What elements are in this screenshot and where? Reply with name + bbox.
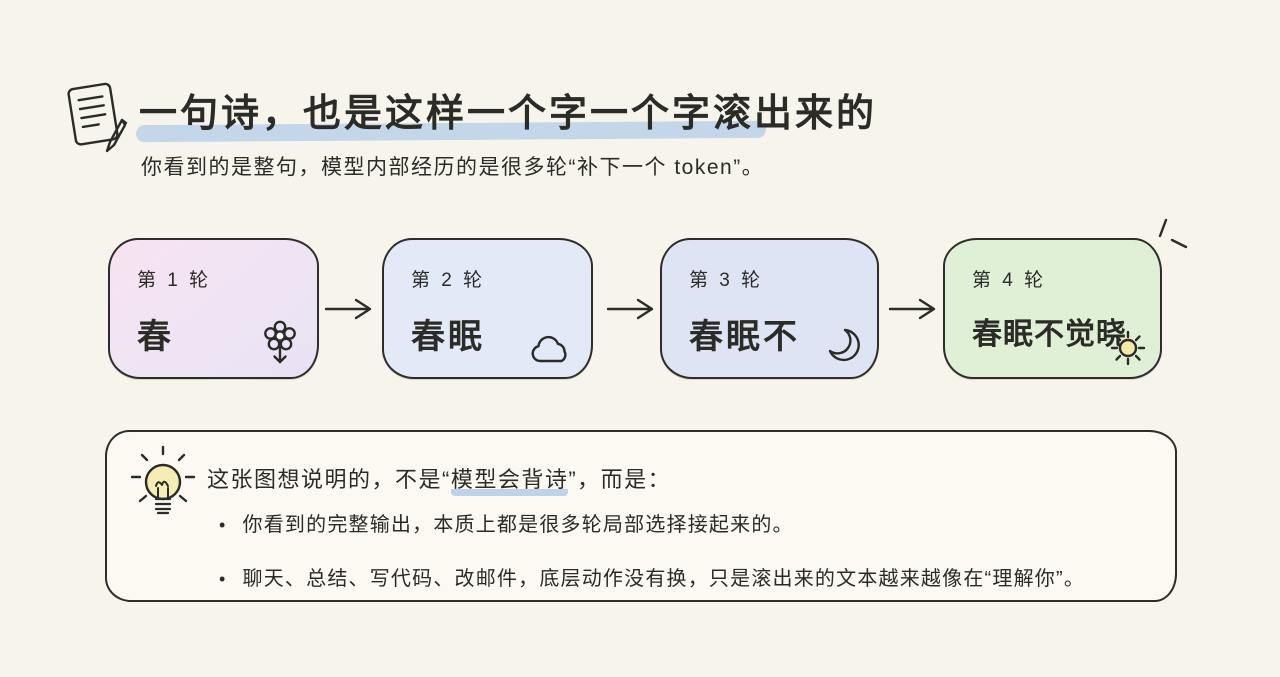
note-bullet-list: • 你看到的完整输出，本质上都是很多轮局部选择接起来的。 • 聊天、总结、写代码、改… [219, 508, 1085, 616]
round-card-1: 第 1 轮 春 [108, 238, 319, 379]
arrow-icon [324, 298, 372, 320]
round-token: 春 [137, 318, 174, 356]
bullet-text: 你看到的完整输出，本质上都是很多轮局部选择接起来的。 [242, 514, 794, 536]
flower-icon [264, 320, 296, 364]
note-pencil-icon [67, 82, 128, 153]
arrow-icon [606, 298, 654, 320]
round-label: 第 3 轮 [689, 270, 764, 291]
round-card-4: 第 4 轮 春眠不觉晓 [943, 238, 1162, 379]
round-label: 第 1 轮 [137, 270, 212, 291]
cloud-icon [531, 335, 567, 363]
sun-icon [1110, 330, 1146, 366]
note-heading-suffix: ”，而是： [568, 467, 672, 492]
subtitle: 你看到的是整句，模型内部经历的是很多轮“补下一个 token”。 [141, 156, 765, 179]
note-heading: 这张图想说明的，不是“模型会背诗”，而是： [207, 462, 672, 496]
sparkle-icon [1158, 218, 1188, 249]
bullet-dot-icon: • [219, 515, 227, 535]
round-label: 第 4 轮 [972, 270, 1047, 291]
summary-note: 这张图想说明的，不是“模型会背诗”，而是： • 你看到的完整输出，本质上都是很多轮… [105, 430, 1177, 602]
lightbulb-icon [130, 445, 196, 515]
round-card-3: 第 3 轮 春眠不 [660, 238, 879, 379]
round-token: 春眠不觉晓 [972, 318, 1127, 351]
round-card-2: 第 2 轮 春眠 [382, 238, 593, 379]
note-heading-prefix: 这张图想说明的，不是“ [207, 467, 451, 492]
note-heading-highlight: 模型会背诗 [450, 467, 569, 496]
list-item: • 聊天、总结、写代码、改邮件，底层动作没有换，只是滚出来的文本越来越像在“理解你… [219, 562, 1085, 591]
arrow-icon [888, 298, 936, 320]
moon-icon [828, 328, 860, 362]
bullet-dot-icon: • [219, 569, 227, 589]
bullet-text: 聊天、总结、写代码、改邮件，底层动作没有换，只是滚出来的文本越来越像在“理解你”… [242, 568, 1086, 590]
round-token: 春眠 [411, 318, 485, 356]
round-label: 第 2 轮 [411, 270, 486, 291]
list-item: • 你看到的完整输出，本质上都是很多轮局部选择接起来的。 [219, 508, 1085, 537]
page-title: 一句诗，也是这样一个字一个字滚出来的 [139, 93, 878, 135]
round-token: 春眠不 [689, 318, 800, 356]
